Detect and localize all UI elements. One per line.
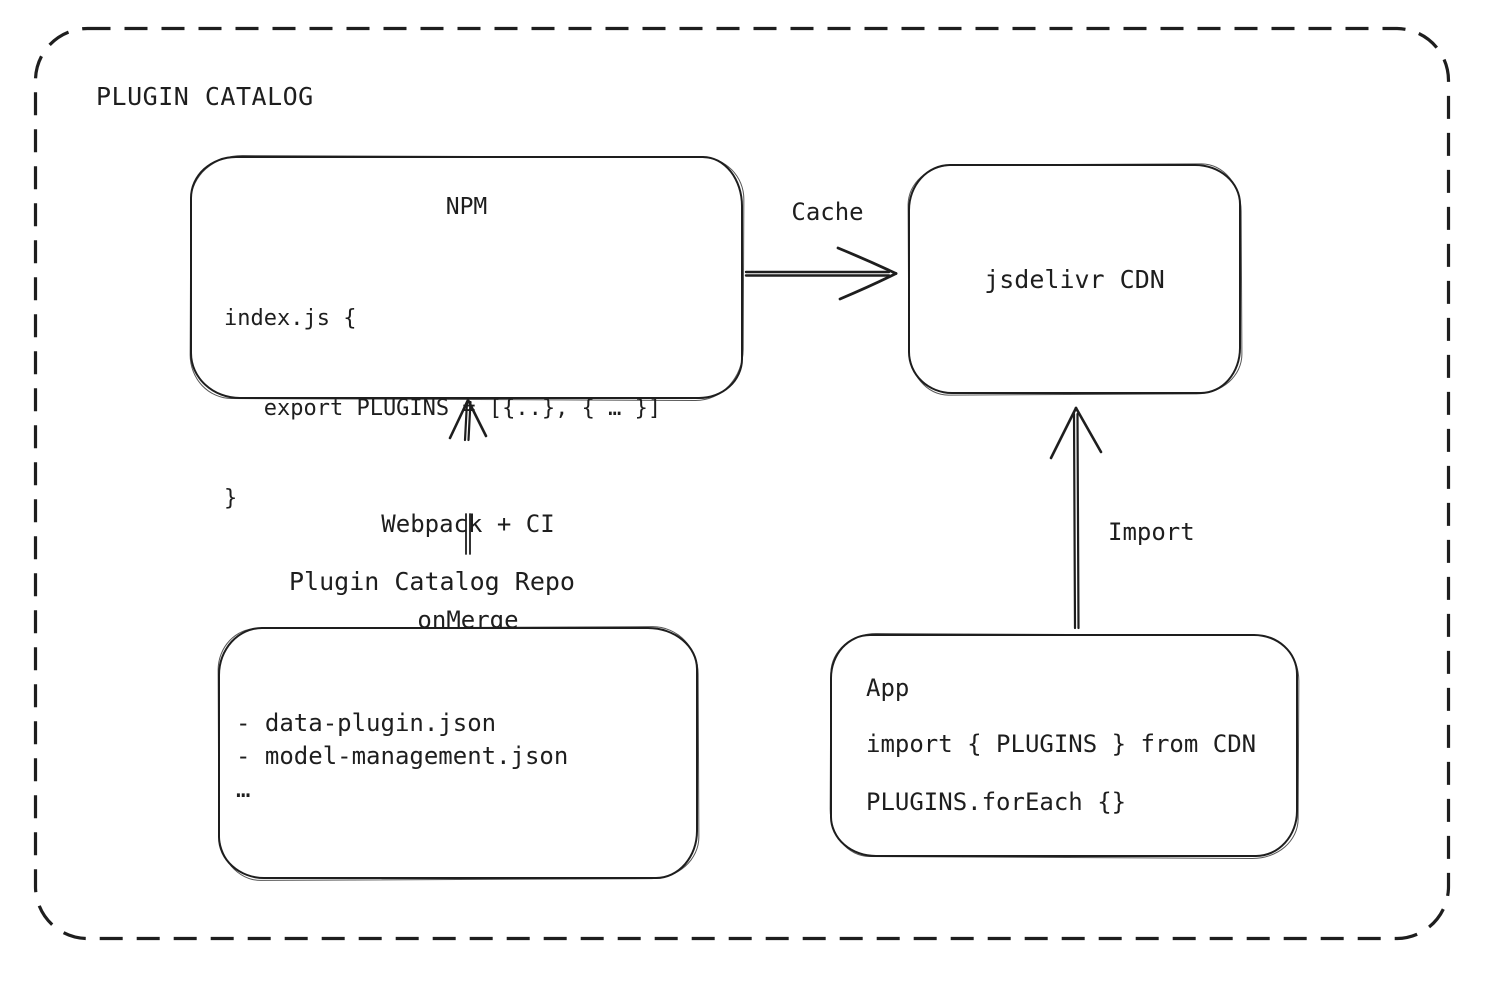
cdn-node-title: jsdelivr CDN — [984, 264, 1165, 294]
npm-code-line: index.js { — [224, 306, 357, 331]
node-app: App import { PLUGINS } from CDN PLUGINS.… — [830, 634, 1298, 857]
build-arrow-icon — [448, 398, 488, 442]
npm-code-block: index.js { export PLUGINS = [{..}, { … }… — [192, 220, 741, 574]
node-jsdelivr-cdn: jsdelivr CDN — [908, 164, 1241, 394]
npm-node-title: NPM — [445, 194, 488, 220]
repo-file-item: - model-management.json — [236, 742, 569, 770]
app-code-line: import { PLUGINS } from CDN — [866, 730, 1257, 758]
import-arrow-icon — [1049, 406, 1103, 630]
cache-arrow-icon — [744, 246, 898, 301]
repo-file-item: … — [236, 775, 251, 803]
npm-code-line: export PLUGINS = [{..}, { … }] — [224, 396, 662, 421]
repo-node-caption: Plugin Catalog Repo — [289, 567, 575, 596]
build-connector-line — [465, 513, 471, 555]
diagram-title: PLUGIN CATALOG — [96, 82, 314, 111]
cache-edge-label: Cache — [791, 198, 864, 226]
repo-file-item: - data-plugin.json — [236, 709, 497, 737]
app-code-line: PLUGINS.forEach {} — [866, 788, 1127, 816]
npm-code-line: } — [224, 486, 238, 511]
plugin-catalog-frame-border — [33, 26, 1451, 941]
node-plugin-catalog-repo: - data-plugin.json - model-management.js… — [218, 627, 698, 879]
app-node-title: App — [866, 674, 910, 702]
node-npm: NPM index.js { export PLUGINS = [{..}, {… — [190, 156, 743, 511]
import-edge-label: Import — [1108, 518, 1195, 546]
